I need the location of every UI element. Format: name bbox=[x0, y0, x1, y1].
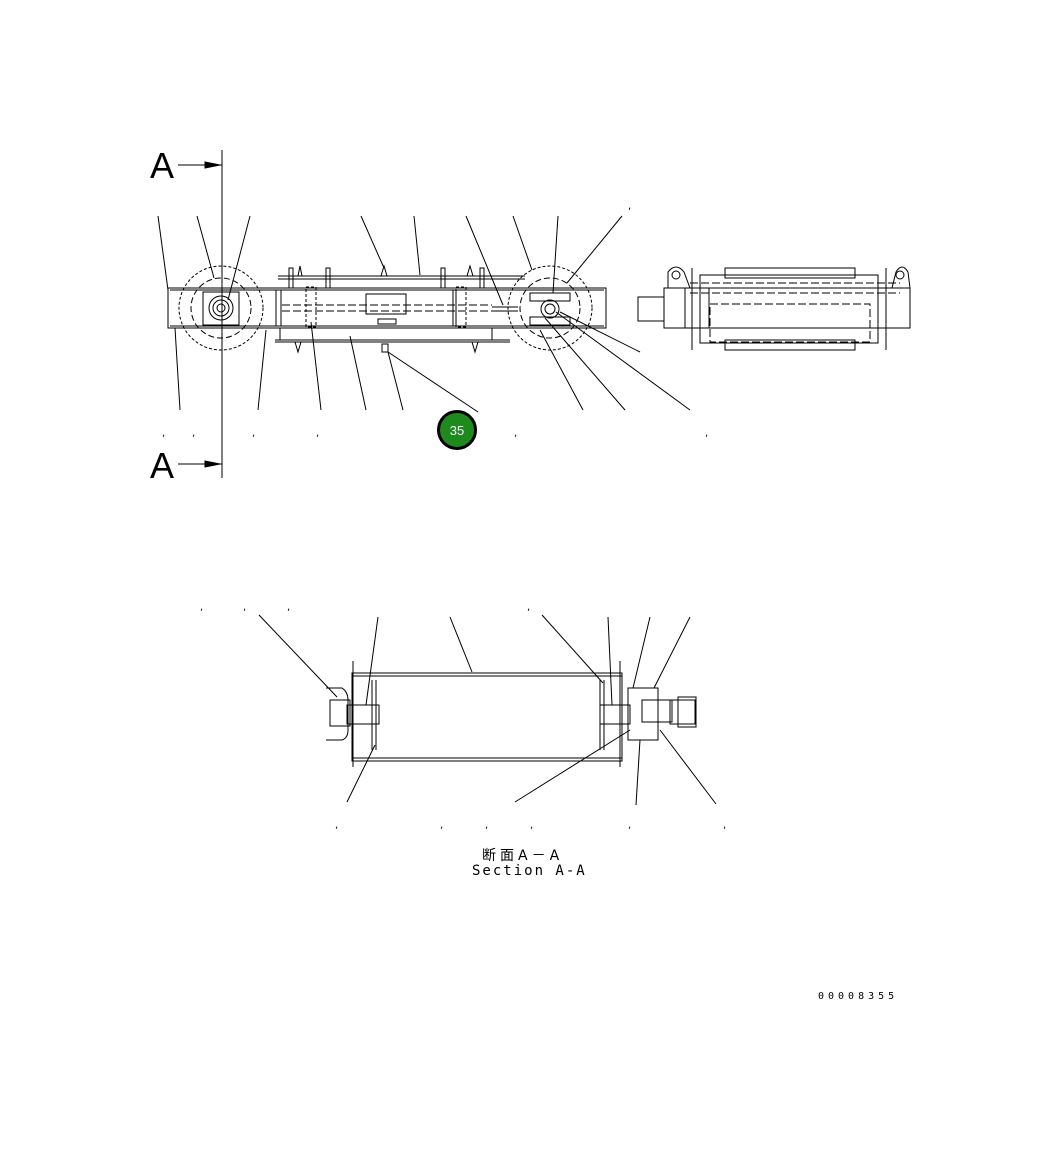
svg-text:,: , bbox=[316, 428, 319, 439]
section-view-assembly bbox=[326, 661, 697, 767]
section-title-japanese: 断面A－A bbox=[482, 848, 564, 864]
svg-text:,: , bbox=[530, 820, 533, 831]
top-view-assembly bbox=[167, 264, 607, 354]
section-cut-line bbox=[178, 150, 223, 478]
section-marker-bottom: A bbox=[150, 445, 175, 486]
svg-text:,: , bbox=[243, 602, 246, 613]
svg-text:,: , bbox=[200, 602, 203, 613]
section-title-english: Section A-A bbox=[472, 863, 587, 879]
drawing-number: 00008355 bbox=[818, 991, 899, 1002]
svg-text:,: , bbox=[192, 428, 195, 439]
svg-text:,: , bbox=[514, 428, 517, 439]
section-view-leader-lines bbox=[258, 614, 717, 806]
part-callout-badge[interactable]: 35 bbox=[437, 410, 477, 450]
svg-text:,: , bbox=[440, 820, 443, 831]
section-marker-top: A bbox=[150, 145, 175, 186]
svg-text:,: , bbox=[527, 602, 530, 613]
svg-text:,: , bbox=[705, 428, 708, 439]
part-callout-number: 35 bbox=[449, 422, 465, 438]
svg-text:,: , bbox=[628, 820, 631, 831]
label-separator-marks: ,,, ,,, , ,,,, ,,, ,,, bbox=[162, 201, 726, 831]
svg-text:,: , bbox=[485, 820, 488, 831]
svg-text:,: , bbox=[335, 820, 338, 831]
svg-text:,: , bbox=[252, 428, 255, 439]
svg-text:,: , bbox=[723, 820, 726, 831]
svg-text:,: , bbox=[162, 428, 165, 439]
side-view-assembly bbox=[637, 266, 911, 351]
top-view-leader-lines bbox=[157, 215, 691, 413]
svg-text:,: , bbox=[628, 201, 631, 212]
svg-text:,: , bbox=[287, 602, 290, 613]
